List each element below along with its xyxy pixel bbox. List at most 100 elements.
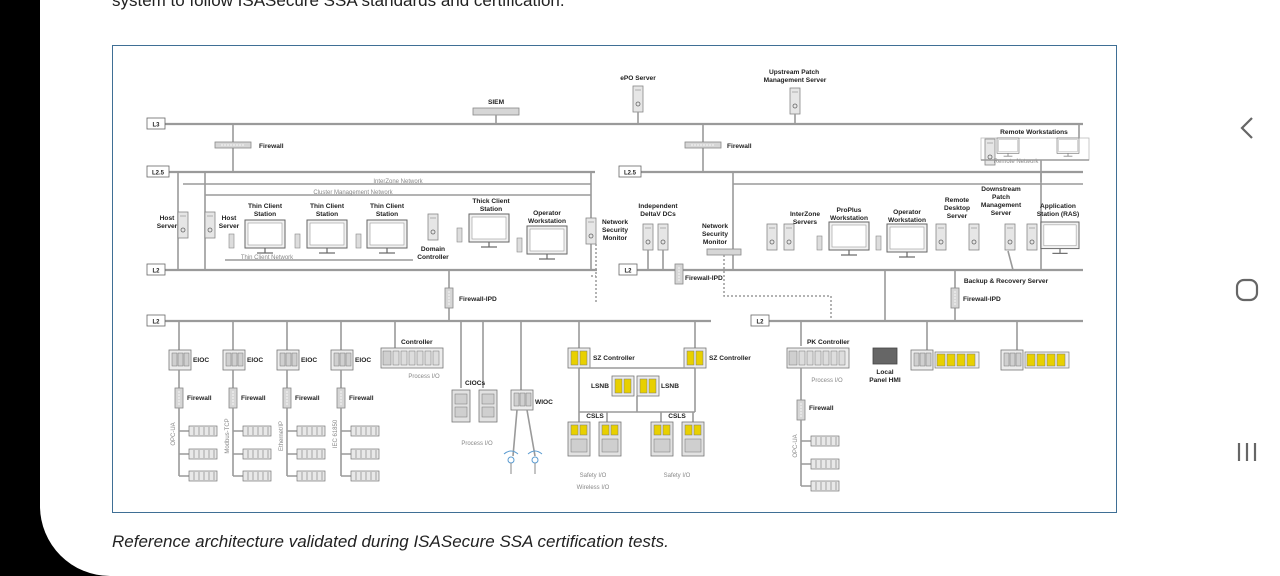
- pk-controller-label: PK Controller: [807, 339, 850, 346]
- opc-ua-label-2: OPC-UA: [793, 434, 799, 457]
- lsnb-2: LSNB: [636, 375, 679, 397]
- l25-left-box: L2.5: [146, 165, 170, 178]
- architecture-figure: L3 SIEM ePO Server Upstream Patch Manage…: [112, 45, 1117, 513]
- l2-lower-right-label: L2: [756, 320, 764, 326]
- firewall-ipd-left: Firewall-IPD: [444, 270, 497, 321]
- firewall-ipd-right: Firewall-IPD: [950, 270, 1001, 321]
- process-io-pk-label: Process I/O: [811, 378, 843, 384]
- eioc-group-2: EIOC Firewall Modbus-TCP: [222, 321, 272, 482]
- csls-2: CSLS Safety I/O: [650, 412, 705, 479]
- firewall-ipd-right-label: Firewall-IPD: [963, 296, 1001, 303]
- l25-right-box: L2.5: [618, 165, 642, 178]
- siem-label: SIEM: [488, 99, 505, 106]
- sz-controller-1-label: SZ Controller: [593, 355, 635, 362]
- controller-left-label: Controller: [401, 339, 433, 346]
- recent-apps-icon[interactable]: [1214, 432, 1280, 472]
- process-io-cioc-label: Process I/O: [461, 441, 493, 447]
- eioc-1-label: EIOC: [193, 357, 209, 364]
- l2-lower-left-label: L2: [152, 320, 160, 326]
- eioc-group-3: EIOC Firewall Ethernet/IP: [276, 321, 326, 482]
- eioc-2-label: EIOC: [247, 357, 263, 364]
- firewall-eioc-2-label: Firewall: [241, 395, 266, 402]
- l2-left-box: L2: [146, 263, 166, 276]
- firewall-right-l3: Firewall: [684, 124, 752, 172]
- csls-2-label: CSLS: [668, 413, 686, 420]
- ciocs: CIOCs Process I/O: [451, 321, 498, 447]
- cluster-network-label: Cluster Management Network: [313, 190, 393, 196]
- opc-ua-label-1: OPC-UA: [171, 422, 177, 445]
- l25-left-label: L2.5: [152, 171, 165, 177]
- l2-right-label: L2: [624, 269, 632, 275]
- csls-1: CSLS Safety I/O: [567, 412, 622, 479]
- safety-io-1-label: Safety I/O: [580, 473, 607, 479]
- l3-label: L3: [152, 123, 160, 129]
- l2-lower-left-box: L2: [146, 314, 166, 327]
- firewall-ipd-mid: Firewall-IPD: [674, 263, 723, 285]
- firewall-eioc-1-label: Firewall: [187, 395, 212, 402]
- l25-right-label: L2.5: [624, 171, 637, 177]
- eioc-3-label: EIOC: [301, 357, 317, 364]
- backup-recovery-label: Backup & Recovery Server: [964, 278, 1049, 285]
- firewall-ipd-mid-label: Firewall-IPD: [685, 275, 723, 282]
- epo-server: ePO Server: [620, 75, 656, 124]
- safety-io-2-label: Safety I/O: [664, 473, 691, 479]
- iec-61850-label: IEC 61850: [333, 419, 339, 448]
- l2-right-box: L2: [618, 263, 638, 276]
- lsnb-2-label: LSNB: [661, 383, 679, 390]
- siem: SIEM: [472, 99, 520, 124]
- sz-controller-2-label: SZ Controller: [709, 355, 751, 362]
- home-icon[interactable]: [1214, 270, 1280, 310]
- firewall-right-label: Firewall: [727, 143, 752, 150]
- pk-controller: PK Controller Process I/O Firewall OPC-U…: [786, 321, 850, 492]
- ethernet-ip-label: Ethernet/IP: [279, 421, 285, 451]
- firewall-left-label: Firewall: [259, 143, 284, 150]
- article-page: system to follow ISASecure SSA standards…: [40, 0, 1214, 576]
- upstream-patch-line2: Management Server: [764, 77, 827, 84]
- firewall-ipd-left-label: Firewall-IPD: [459, 296, 497, 303]
- intro-text: system to follow ISASecure SSA standards…: [112, 0, 565, 10]
- controller-left: Controller Process I/O: [380, 321, 444, 380]
- safety-io-rack-2: [1000, 321, 1070, 371]
- back-chevron-icon[interactable]: [1214, 108, 1280, 148]
- wioc: WIOC: [503, 321, 553, 474]
- sz-controller-1: SZ Controller: [567, 321, 635, 412]
- remote-network-label: Remote Network: [994, 159, 1040, 165]
- firewall-eioc-3-label: Firewall: [295, 395, 320, 402]
- architecture-diagram: L3 SIEM ePO Server Upstream Patch Manage…: [146, 69, 1090, 492]
- modbus-label: Modbus-TCP: [225, 418, 231, 453]
- sz-controller-2: SZ Controller: [683, 321, 751, 412]
- remote-workstations: Remote Workstations Remote Network: [980, 124, 1090, 182]
- csls-1-label: CSLS: [586, 413, 604, 420]
- wireless-io-label: Wireless I/O: [577, 485, 610, 491]
- l2-lower-right-box: L2: [750, 314, 770, 327]
- remote-workstations-label: Remote Workstations: [1000, 129, 1068, 136]
- safety-io-rack-1: [910, 321, 980, 371]
- upstream-patch-server: Upstream Patch Management Server: [764, 69, 827, 124]
